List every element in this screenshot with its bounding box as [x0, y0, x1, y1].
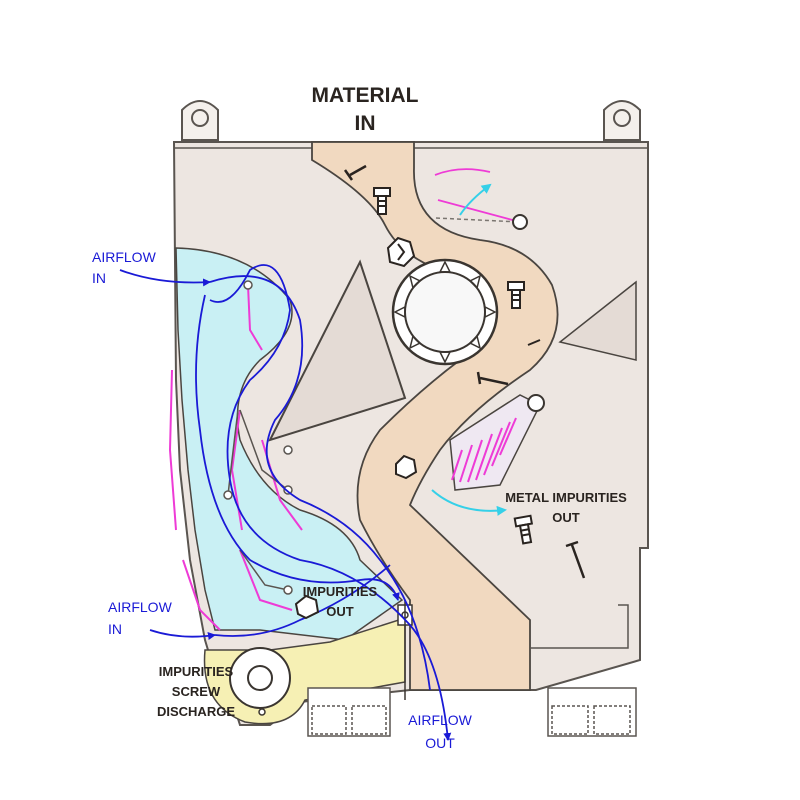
rotor-drum	[391, 258, 499, 366]
screw-discharge-label-line2: SCREW	[172, 684, 221, 699]
screw-conveyor	[229, 647, 291, 716]
material-in-label-line2: IN	[355, 112, 376, 135]
support-feet	[307, 687, 637, 737]
airflow-out-label-line1: AIRFLOW	[408, 712, 473, 728]
airflow-in-bottom-label-line1: AIRFLOW	[108, 599, 173, 615]
bolt-icon	[507, 281, 525, 309]
stone-icon	[395, 454, 418, 480]
metal-impurities-label-line2: OUT	[552, 510, 580, 525]
airflow-in-top-label-line2: IN	[92, 270, 106, 286]
airflow-in-bottom-label-line2: IN	[108, 621, 122, 637]
airflow-out-label-line2: OUT	[425, 735, 455, 751]
material-in-label-line1: MATERIAL	[312, 84, 419, 107]
lifting-lug-left	[181, 100, 219, 141]
impurities-out-label-line2: OUT	[326, 604, 354, 619]
airflow-in-top-label-line1: AIRFLOW	[92, 249, 157, 265]
flap-mechanism	[434, 168, 528, 230]
stone-icon	[294, 594, 320, 620]
screw-discharge-label-line3: DISCHARGE	[157, 704, 235, 719]
airflow-lines	[119, 264, 452, 741]
metal-out-arrow	[431, 489, 507, 516]
stone-icon	[386, 236, 416, 268]
magnetic-separator	[449, 394, 545, 491]
left-baffle	[268, 259, 407, 442]
lifting-lug-right	[603, 100, 641, 141]
nail-icon	[343, 164, 367, 181]
bolt-icon	[373, 187, 391, 215]
bottom-right-lip	[530, 604, 629, 649]
screw-discharge-label-line1: IMPURITIES	[159, 664, 234, 679]
nail-icon	[476, 371, 509, 386]
bolt-icon	[513, 514, 534, 545]
metal-impurities-label-line1: METAL IMPURITIES	[505, 490, 627, 505]
nail-icon	[527, 339, 541, 346]
impurities-out-label-line1: IMPURITIES	[303, 584, 378, 599]
right-baffle	[558, 280, 637, 361]
nail-icon	[565, 540, 586, 579]
